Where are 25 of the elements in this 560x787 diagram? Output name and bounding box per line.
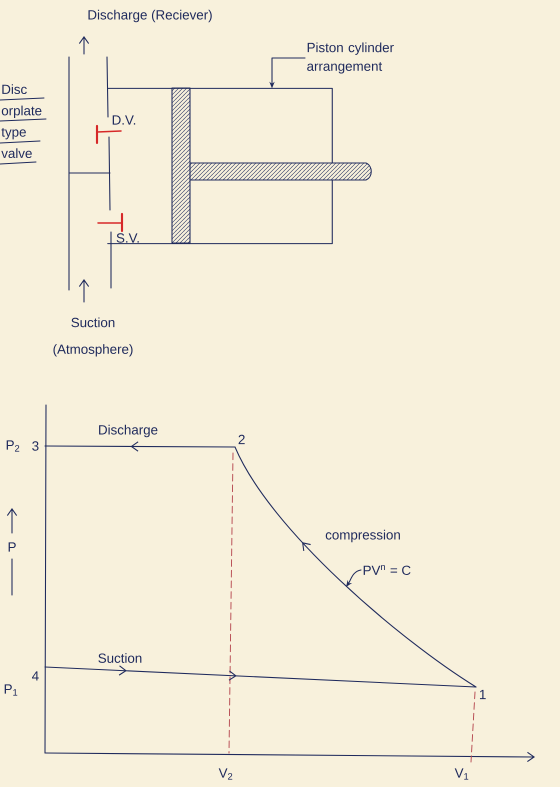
point-number: 2: [238, 434, 245, 444]
piston-cylinder: [189, 162, 372, 181]
note-text: Disc orplate type valve: [0, 84, 46, 164]
flow-label: Suction (Atmosphere): [53, 317, 133, 357]
volume-label: V$_{2}$: [218, 768, 232, 780]
edge-label: Suction: [96, 652, 144, 664]
equation-text: PV$^{n}$ = C: [364, 565, 411, 575]
callout-text: Piston cylinder arrangement: [307, 42, 394, 74]
process-line: [44, 441, 236, 452]
piston-cylinder: [107, 88, 333, 244]
pressure-label: P$_{2}$: [6, 440, 20, 452]
process-line: [44, 665, 477, 688]
flow-label: Discharge (Reciever): [88, 10, 212, 22]
point-number: 3: [32, 441, 39, 451]
edge-label: compression: [324, 528, 402, 544]
valve-label: S.V.: [116, 233, 139, 243]
volume-label: V$_{1}$: [454, 768, 468, 780]
edge-label: Discharge: [96, 423, 160, 439]
process-line: [234, 446, 477, 688]
pressure-label: P$_{1}$: [4, 684, 18, 696]
point-number: 4: [32, 671, 39, 681]
piston-cylinder: [171, 87, 191, 244]
point-number: 1: [480, 690, 486, 700]
valve-label: D.V.: [112, 115, 136, 125]
axis-label: P: [8, 542, 16, 552]
